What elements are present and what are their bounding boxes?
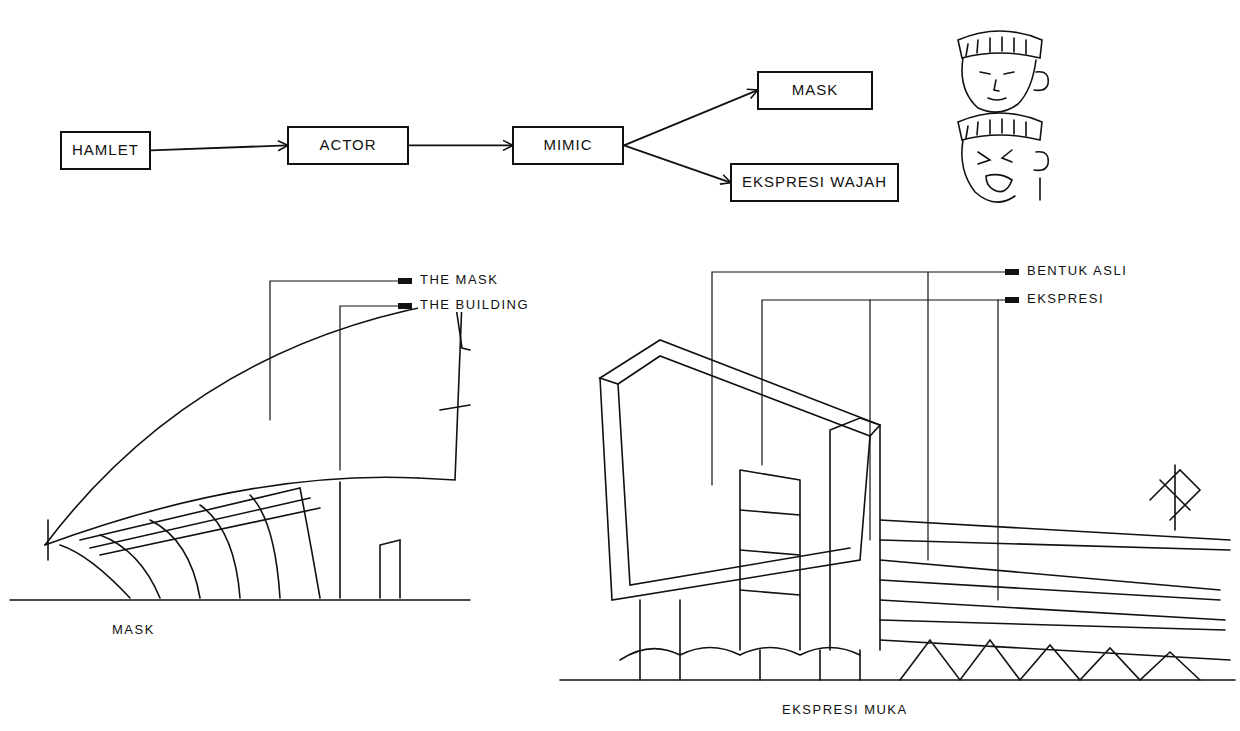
box-label: HAMLET [72, 141, 139, 160]
expression-face [958, 113, 1048, 202]
mask-face [958, 31, 1048, 112]
sketch-label: MASK [110, 622, 157, 637]
box-label: MIMIC [524, 136, 612, 155]
box-label: EKSPRESI WAJAH [742, 173, 887, 192]
process-box: ACTOR [287, 126, 409, 165]
process-box: MIMIC [512, 126, 624, 165]
expression-building-sketch [560, 340, 1235, 680]
box-label: MASK [769, 81, 861, 100]
sketch-label: EKSPRESI [1025, 291, 1106, 306]
flow-arrow [409, 144, 512, 146]
process-box: HAMLET [60, 131, 151, 170]
mask-building-sketch [10, 300, 470, 600]
leader-lines [270, 272, 1005, 600]
flow-arrow [151, 145, 287, 150]
sketch-label: EKSPRESI MUKA [780, 702, 910, 717]
sketch-label: BENTUK ASLI [1025, 263, 1129, 278]
flow-arrow [624, 90, 757, 145]
sketch-label: THE BUILDING [418, 297, 531, 312]
sketch-label: THE MASK [418, 272, 500, 287]
process-box: MASK [757, 71, 873, 110]
flow-arrow [624, 145, 730, 182]
box-label: ACTOR [299, 136, 397, 155]
process-box: EKSPRESI WAJAH [730, 163, 899, 202]
